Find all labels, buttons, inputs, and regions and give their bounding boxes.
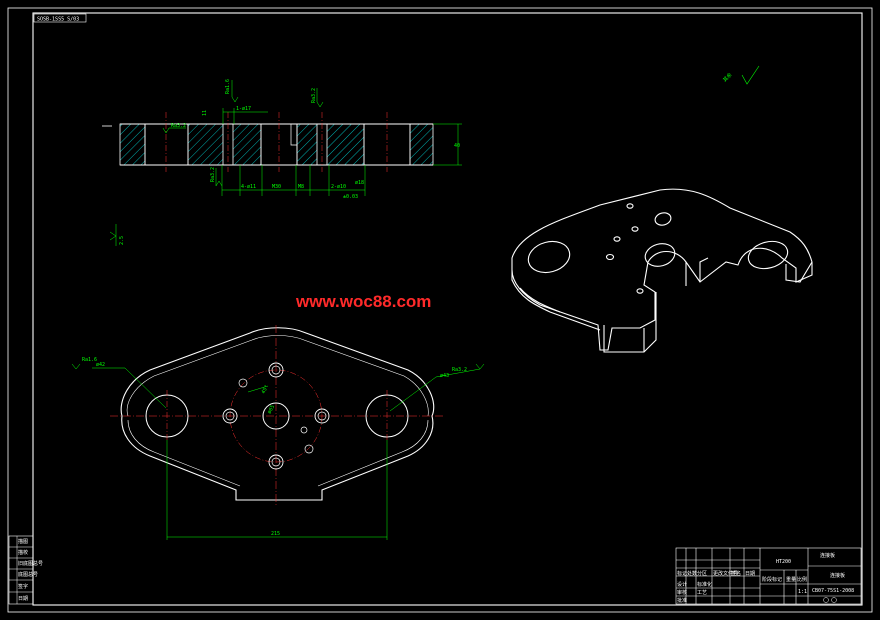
dim-bolt-circle: ø65 <box>267 404 277 415</box>
strip-label: 描图 <box>18 538 28 545</box>
watermark: www.woc88.com <box>295 292 431 311</box>
tb-material: HT200 <box>776 559 791 565</box>
strip-label: 底图总号 <box>18 571 38 578</box>
isometric-view <box>511 188 813 353</box>
dim-right-hole: ø43 <box>440 373 449 379</box>
outer-border <box>7 7 873 613</box>
roughness-value: Ra3.2 <box>171 123 186 129</box>
tb-role: 批准 <box>677 597 687 604</box>
roughness-symbol: Ra3.2 <box>162 123 186 134</box>
dim-overall-width: 215 <box>271 531 280 537</box>
general-roughness-text: 其余 <box>721 71 733 83</box>
side-note-text: 2.5 <box>119 236 125 245</box>
section-view: 40 4-ø11 M30 M8 2-ø10 ø18 ±0.03 1-ø17 11… <box>102 79 462 200</box>
dim-top-hole: 1-ø17 <box>236 106 251 112</box>
strip-label: 描校 <box>18 549 28 556</box>
roughness-value: Ra3.2 <box>210 167 216 182</box>
tb-role: 设计 <box>677 581 687 588</box>
dim-left-hole: ø42 <box>96 362 105 368</box>
roughness-value: Ra3.2 <box>311 88 317 103</box>
strip-label: 旧底图总号 <box>18 560 43 567</box>
title-block-text: 标记 处数 分区 更改文件号 签名 日期 设计 标准化 审核 工艺 批准 阶段标… <box>677 552 854 604</box>
general-roughness-note: 其余 <box>721 65 760 85</box>
tb-stage-label: 阶段标记 <box>762 576 782 583</box>
tb-header: 日期 <box>745 571 755 577</box>
tb-weight-label: 重量 <box>786 576 796 583</box>
plan-view: ø42 Ra1.6 ø43 Ra3.2 45° ø65 215 <box>71 325 485 540</box>
dim-angle: 45° <box>261 384 271 395</box>
dim-depth: 11 <box>202 110 208 116</box>
tb-drawing-name: 连接板 <box>830 572 845 579</box>
strip-label: 日期 <box>18 596 28 602</box>
tb-header: 标记 <box>677 570 687 577</box>
dim-small-thread: M8 <box>298 184 304 190</box>
side-note: 2.5 <box>109 224 125 246</box>
dim-thread: M30 <box>272 184 281 190</box>
roughness-symbol: Ra3.2 <box>311 88 324 108</box>
roughness-value: Ra1.6 <box>225 79 231 94</box>
tb-drawing-code: CB07-75S1-2008 <box>812 588 854 594</box>
drawing-code-text: SOSB-1SS5 S/03 <box>37 17 79 23</box>
plan-outline <box>120 327 435 501</box>
title-block <box>675 547 862 605</box>
roughness-symbol: Ra1.6 <box>225 79 239 103</box>
drawing-code-tag: SOSB-1SS5 S/03 <box>33 13 87 23</box>
dim-counterbore: ø18 <box>355 180 364 186</box>
left-strip: 描图 描校 旧底图总号 底图总号 签字 日期 <box>8 535 43 605</box>
tb-role: 标准化 <box>697 581 712 588</box>
roughness-right: Ra3.2 <box>452 367 467 373</box>
tb-header: 更改文件号 <box>713 570 738 577</box>
tb-header: 分区 <box>697 570 707 577</box>
tb-role: 审核 <box>677 589 687 596</box>
dim-2-holes: 2-ø10 <box>331 184 346 190</box>
roughness-left: Ra1.6 <box>82 357 97 363</box>
tb-company: 连接板 <box>820 552 835 559</box>
tb-scale-label: 比例 <box>797 576 807 583</box>
tb-scale-value: 1:1 <box>798 589 807 595</box>
strip-label: 签字 <box>18 583 28 590</box>
tb-role: 工艺 <box>697 590 707 596</box>
inner-border <box>32 12 863 606</box>
roughness-symbol: Ra3.2 <box>210 167 223 187</box>
dim-tolerance: ±0.03 <box>343 194 358 200</box>
dim-height: 40 <box>454 143 460 149</box>
tb-header: 签名 <box>731 570 741 577</box>
tb-header: 处数 <box>687 570 697 577</box>
dim-4-holes: 4-ø11 <box>241 184 256 190</box>
